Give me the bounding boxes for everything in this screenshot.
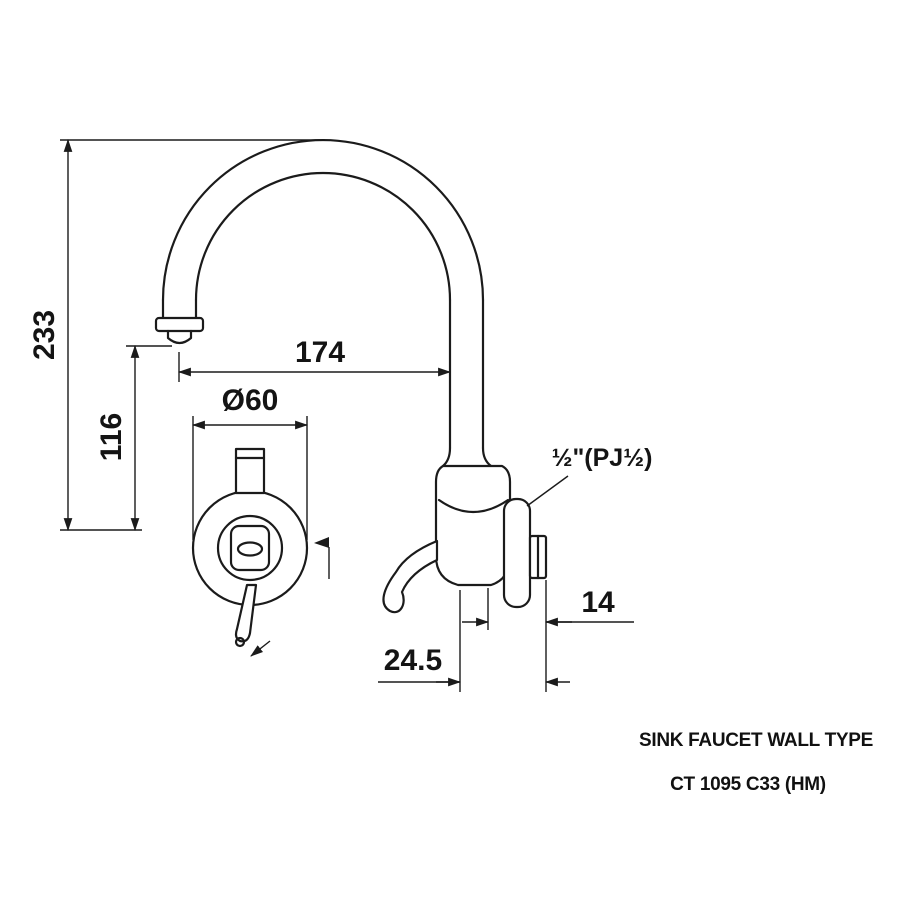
spout-inner-arc — [194, 171, 452, 302]
valve-body — [434, 464, 512, 587]
riser-joint-flare — [441, 446, 493, 468]
lever-handle-side — [382, 539, 439, 614]
dim-flange-diameter: Ø60 — [191, 384, 309, 540]
dim-total-height: 233 — [28, 138, 325, 532]
escutcheon-edge — [502, 497, 532, 609]
dim-label-outlet-height: 116 — [95, 413, 128, 461]
front-view-faucet — [191, 447, 330, 657]
title-block: SINK FAUCET WALL TYPE CT 1095 C33 (HM) — [639, 730, 873, 795]
spout-aerator — [166, 329, 193, 345]
dim-label-body-depth: 24.5 — [384, 644, 442, 677]
lever-tip-ball — [234, 636, 246, 648]
spout-outer-arc — [161, 138, 485, 302]
dim-label-total-height: 233 — [28, 310, 61, 360]
hub-slot — [236, 541, 264, 557]
thread-size-label: ½"(PJ½) — [552, 444, 653, 472]
product-model-code: CT 1095 C33 (HM) — [670, 774, 826, 795]
side-view-faucet — [154, 138, 548, 614]
escutcheon-inner-circle — [216, 514, 284, 582]
rotation-indicator-flag-icon — [314, 537, 329, 548]
leader-line — [526, 475, 569, 507]
dim-label-spout-reach: 174 — [295, 336, 345, 369]
lever-direction-arrow-icon — [250, 640, 271, 657]
dim-outlet-height: 116 — [95, 344, 172, 532]
dim-body-depth: 24.5 — [378, 590, 570, 692]
body-joint-curve — [437, 498, 510, 513]
handle-hub — [229, 524, 271, 572]
lever-handle-front — [234, 583, 258, 643]
dim-wall-nut-depth: 14 — [462, 580, 634, 692]
dim-spout-reach: 174 — [177, 336, 452, 382]
thread-callout: ½"(PJ½) — [526, 444, 653, 507]
cartridge-stem — [234, 447, 266, 495]
spout-tip-cap — [154, 316, 205, 333]
dim-label-flange-diameter: Ø60 — [222, 384, 279, 417]
product-title: SINK FAUCET WALL TYPE — [639, 730, 873, 751]
dim-label-wall-nut-depth: 14 — [581, 586, 615, 619]
